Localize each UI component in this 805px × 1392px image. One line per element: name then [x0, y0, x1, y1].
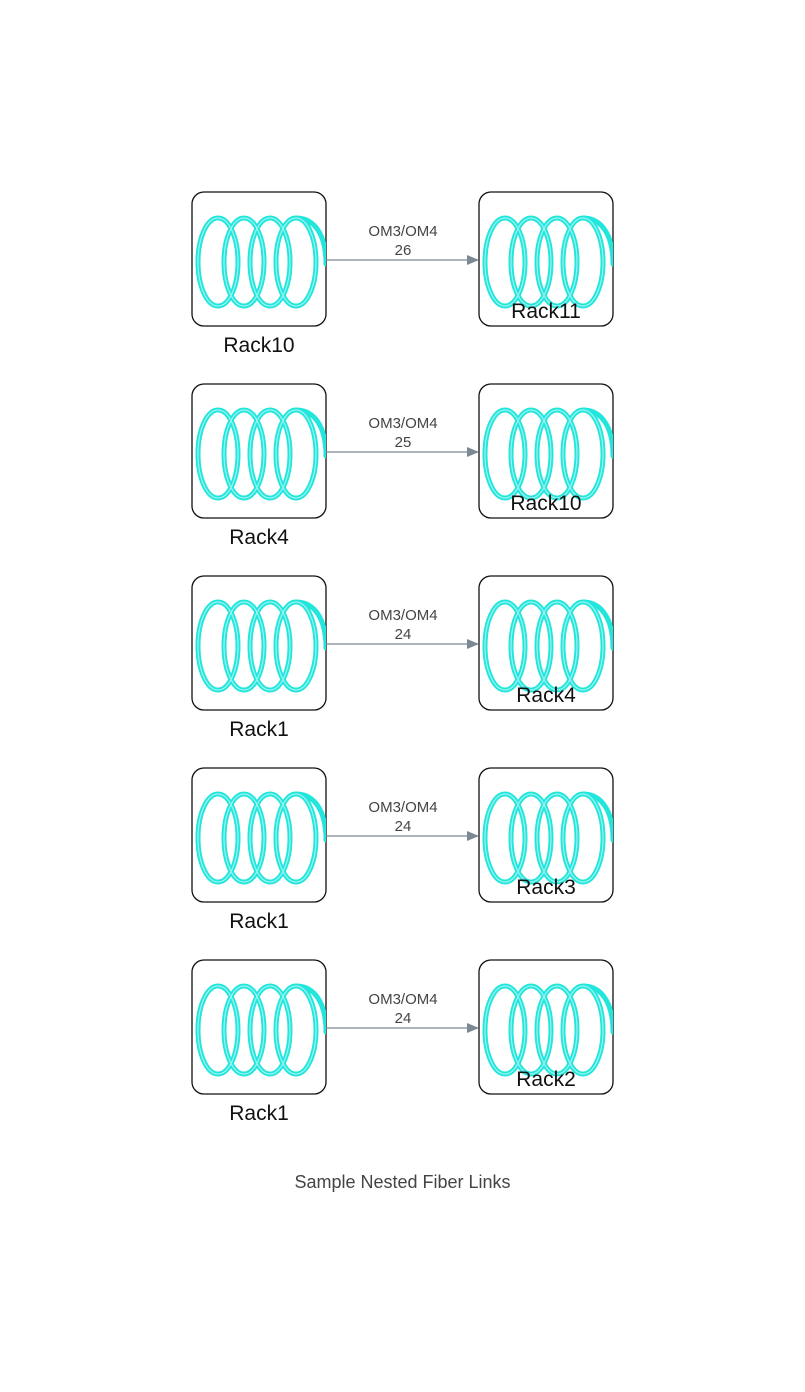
- rack-node-box: [191, 383, 327, 519]
- target-rack-node[interactable]: Rack4: [478, 575, 614, 711]
- source-rack-node[interactable]: Rack10: [191, 191, 327, 357]
- target-rack-label: Rack11: [511, 300, 581, 323]
- diagram-caption: Sample Nested Fiber Links: [294, 1172, 510, 1192]
- fiber-count-label: 24: [395, 818, 412, 835]
- source-rack-label: Rack1: [229, 718, 289, 741]
- fiber-count-label: 25: [395, 434, 412, 451]
- source-rack-node[interactable]: Rack4: [191, 383, 327, 549]
- target-rack-label: Rack10: [510, 492, 581, 515]
- rack-node-box: [191, 767, 327, 903]
- target-rack-label: Rack3: [516, 876, 576, 899]
- fiber-link-row: Rack1 Rack3 OM3/OM4 24: [191, 767, 614, 933]
- target-rack-node[interactable]: Rack2: [478, 959, 614, 1095]
- rack-node-box: [478, 191, 614, 327]
- source-rack-label: Rack4: [229, 526, 289, 549]
- cable-type-label: OM3/OM4: [368, 991, 437, 1008]
- target-rack-node[interactable]: Rack11: [478, 191, 614, 327]
- source-rack-label: Rack10: [223, 334, 294, 357]
- target-rack-node[interactable]: Rack10: [478, 383, 614, 519]
- rack-node-box: [478, 575, 614, 711]
- source-rack-node[interactable]: Rack1: [191, 959, 327, 1125]
- source-rack-node[interactable]: Rack1: [191, 767, 327, 933]
- cable-type-label: OM3/OM4: [368, 607, 437, 624]
- rack-node-box: [478, 959, 614, 1095]
- source-rack-label: Rack1: [229, 910, 289, 933]
- cable-type-label: OM3/OM4: [368, 799, 437, 816]
- rack-node-box: [191, 959, 327, 1095]
- fiber-count-label: 24: [395, 1010, 412, 1027]
- fiber-count-label: 26: [395, 242, 412, 259]
- target-rack-label: Rack2: [516, 1068, 576, 1091]
- links-layer: Rack10Rack11OM3/OM426Rack4Rack10OM3/OM42…: [191, 191, 614, 1125]
- source-rack-node[interactable]: Rack1: [191, 575, 327, 741]
- fiber-link-row: Rack1 Rack4 OM3/OM4 24: [191, 575, 614, 741]
- fiber-count-label: 24: [395, 626, 412, 643]
- rack-node-box: [191, 191, 327, 327]
- rack-node-box: [478, 383, 614, 519]
- fiber-link-row: Rack1 Rack2 OM3/OM4 24: [191, 959, 614, 1125]
- cable-type-label: OM3/OM4: [368, 223, 437, 240]
- rack-node-box: [478, 767, 614, 903]
- rack-node-box: [191, 575, 327, 711]
- source-rack-label: Rack1: [229, 1102, 289, 1125]
- target-rack-node[interactable]: Rack3: [478, 767, 614, 903]
- fiber-link-row: Rack10 Rack11 OM3/OM4 26: [191, 191, 614, 357]
- target-rack-label: Rack4: [516, 684, 576, 707]
- fiber-link-row: Rack4 Rack10 OM3/OM4 25: [191, 383, 614, 549]
- cable-type-label: OM3/OM4: [368, 415, 437, 432]
